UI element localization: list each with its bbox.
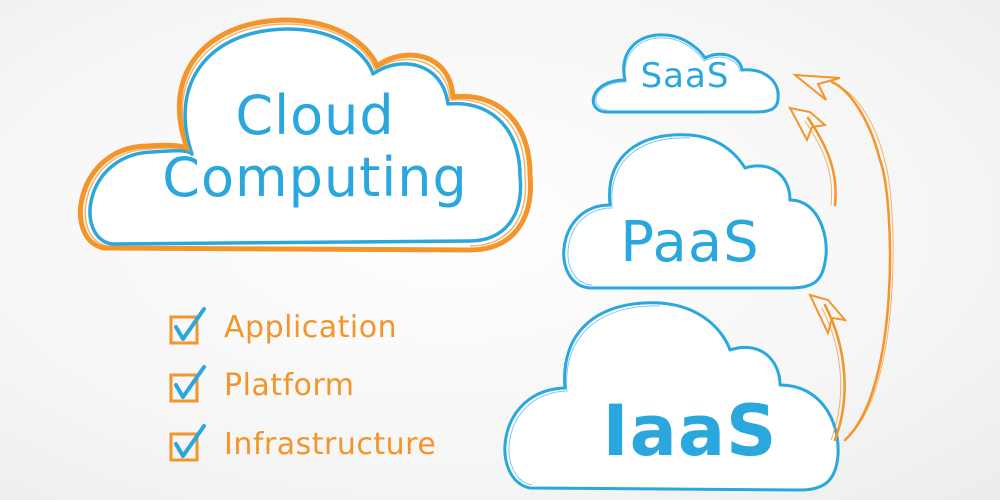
arrow-iaas-to-saas	[791, 73, 894, 442]
checkbox-checked-icon	[169, 307, 206, 345]
checklist-item-infrastructure: Infrastructure	[168, 422, 436, 466]
main-cloud-shape	[78, 17, 533, 253]
arrow-iaas-to-paas	[808, 293, 848, 442]
title-line-1: Cloud	[235, 84, 395, 147]
checklist-label: Infrastructure	[224, 426, 437, 462]
checkbox-checked-icon	[169, 365, 206, 403]
saas-label: SaaS	[640, 56, 730, 96]
main-cloud-title: Cloud Computing	[150, 85, 480, 209]
arrow-paas-to-saas	[788, 106, 837, 207]
checklist-label: Application	[224, 309, 398, 345]
checklist-item-platform: Platform	[168, 363, 355, 407]
iaas-cloud-shape	[503, 301, 840, 492]
saas-cloud-shape	[591, 33, 780, 114]
checklist-item-application: Application	[168, 305, 397, 349]
iaas-label: IaaS	[602, 390, 778, 472]
checklist-label: Platform	[224, 367, 355, 403]
title-line-2: Computing	[162, 146, 468, 209]
checkbox-checked-icon	[169, 424, 206, 462]
paas-cloud-shape	[562, 133, 828, 290]
paas-label: PaaS	[620, 210, 760, 275]
